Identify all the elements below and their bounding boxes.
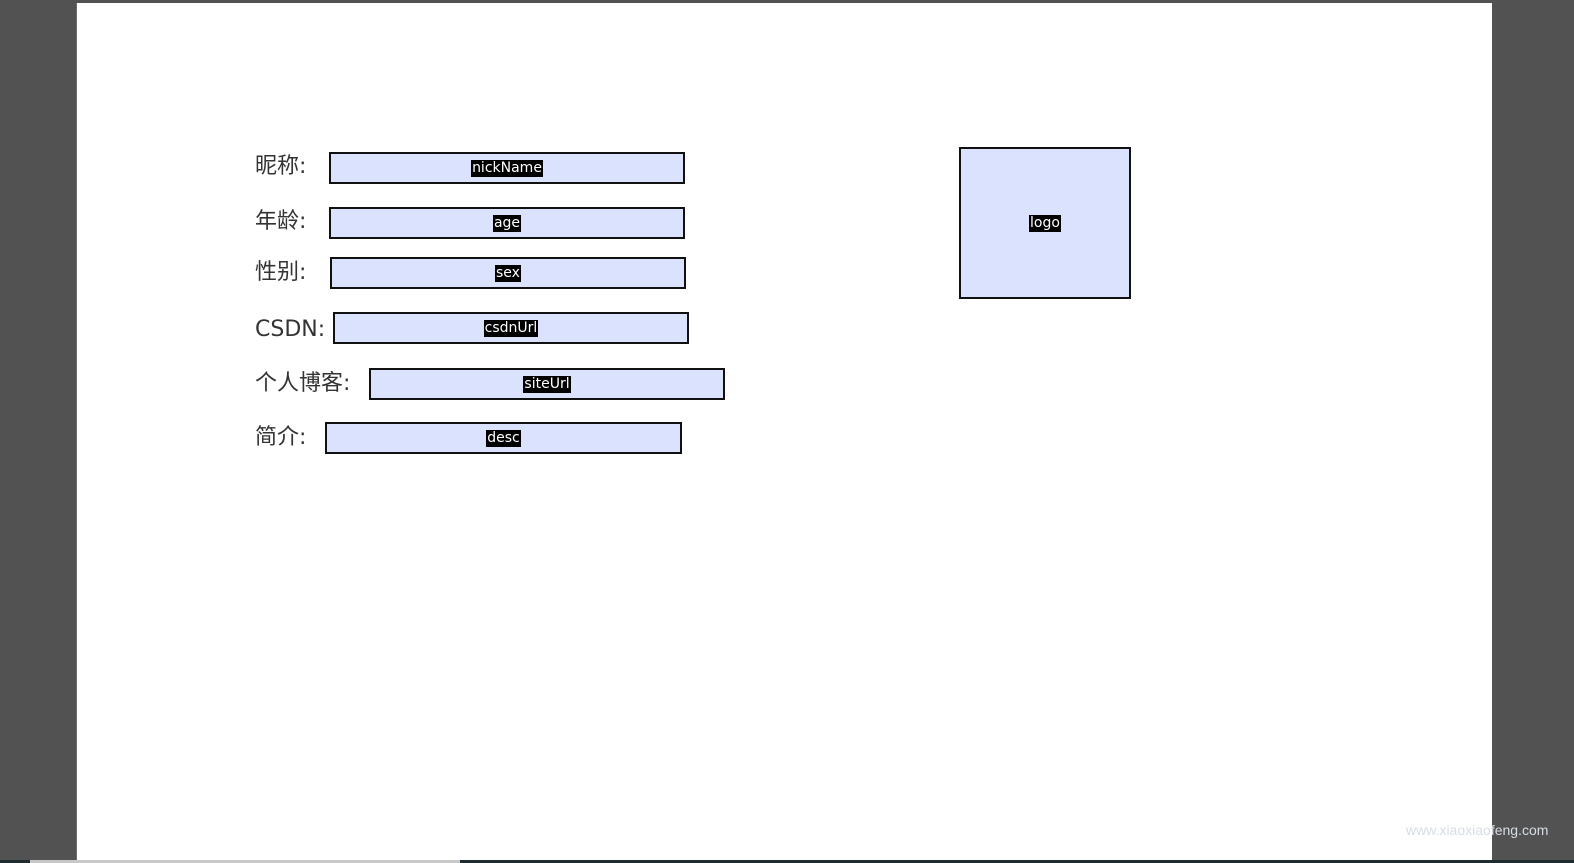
sex-label: 性别: — [255, 260, 307, 285]
document-page — [76, 3, 1492, 863]
nickname-label: 昵称: — [255, 154, 307, 179]
csdn-url-field[interactable]: csdnUrl — [333, 312, 689, 344]
logo-placeholder: logo — [1029, 214, 1061, 232]
description-label: 简介: — [255, 425, 307, 450]
age-placeholder: age — [492, 214, 522, 232]
logo-image-box[interactable]: logo — [959, 147, 1131, 299]
csdn-label: CSDN: — [255, 317, 326, 342]
scrollbar-thumb[interactable] — [30, 860, 460, 863]
age-label: 年龄: — [255, 209, 307, 234]
nickname-placeholder: nickName — [471, 159, 543, 177]
description-placeholder: desc — [486, 429, 521, 447]
sex-placeholder: sex — [495, 264, 521, 282]
description-field[interactable]: desc — [325, 422, 682, 454]
site-url-field[interactable]: siteUrl — [369, 368, 725, 400]
blog-label: 个人博客: — [255, 371, 351, 396]
nickname-field[interactable]: nickName — [329, 152, 685, 184]
csdn-url-placeholder: csdnUrl — [483, 319, 539, 337]
watermark: www.xiaoxiaofeng.com — [1406, 822, 1549, 838]
bottom-scrollbar[interactable] — [0, 860, 1574, 863]
site-url-placeholder: siteUrl — [523, 375, 571, 393]
sex-field[interactable]: sex — [330, 257, 686, 289]
age-field[interactable]: age — [329, 207, 685, 239]
